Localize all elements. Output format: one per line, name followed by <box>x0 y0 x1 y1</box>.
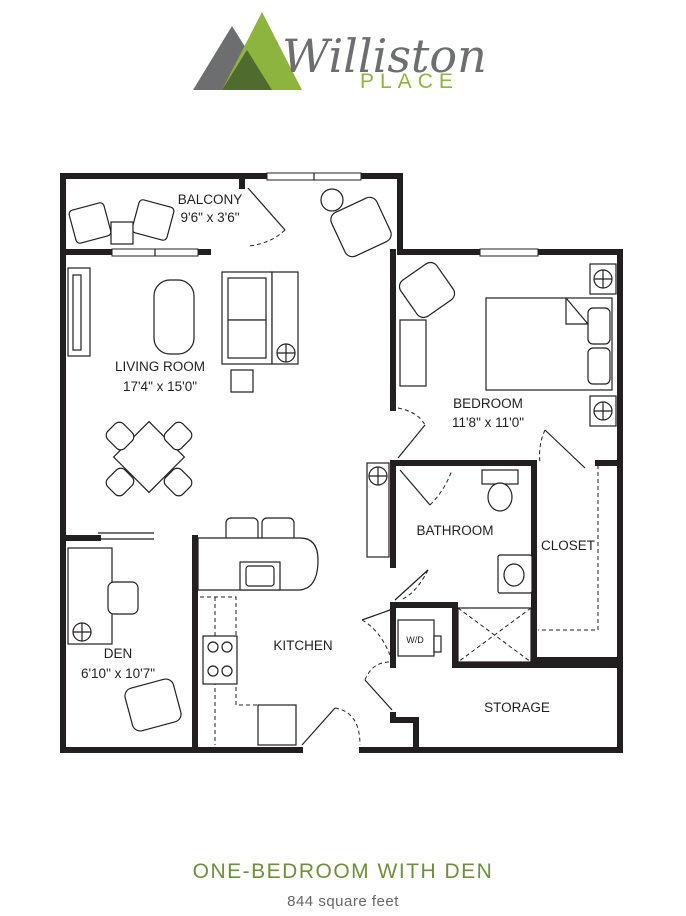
logo: Williston PLACE <box>193 12 487 93</box>
balcony-label: BALCONY <box>178 192 243 207</box>
bedroom-size: 11'8" x 11'0" <box>452 415 524 430</box>
living-room-label: LIVING ROOM <box>115 359 205 374</box>
windows <box>111 172 539 257</box>
logo-mountain-overlap-icon <box>222 50 272 90</box>
closet-label: CLOSET <box>541 538 595 553</box>
storage-label: STORAGE <box>484 700 550 715</box>
living-room-size: 17'4" x 15'0" <box>123 379 197 394</box>
furniture <box>67 188 617 746</box>
brand-sub: PLACE <box>360 70 459 93</box>
bedroom-label: BEDROOM <box>453 396 523 411</box>
walls <box>60 173 623 753</box>
plan-title: ONE-BEDROOM WITH DEN <box>192 860 494 883</box>
den-size: 6'10" x 10'7" <box>81 666 155 681</box>
kitchen-label: KITCHEN <box>273 638 332 653</box>
brand-name: Williston <box>282 29 487 83</box>
washer-dryer-label: W/D <box>406 635 424 645</box>
den-label: DEN <box>104 646 133 661</box>
room-labels: BALCONY 9'6" x 3'6" LIVING ROOM 17'4" x … <box>81 192 595 715</box>
bathroom-label: BATHROOM <box>417 523 494 538</box>
plan-area: 844 square feet <box>287 893 399 910</box>
doors <box>247 187 586 746</box>
balcony-size: 9'6" x 3'6" <box>180 210 239 225</box>
